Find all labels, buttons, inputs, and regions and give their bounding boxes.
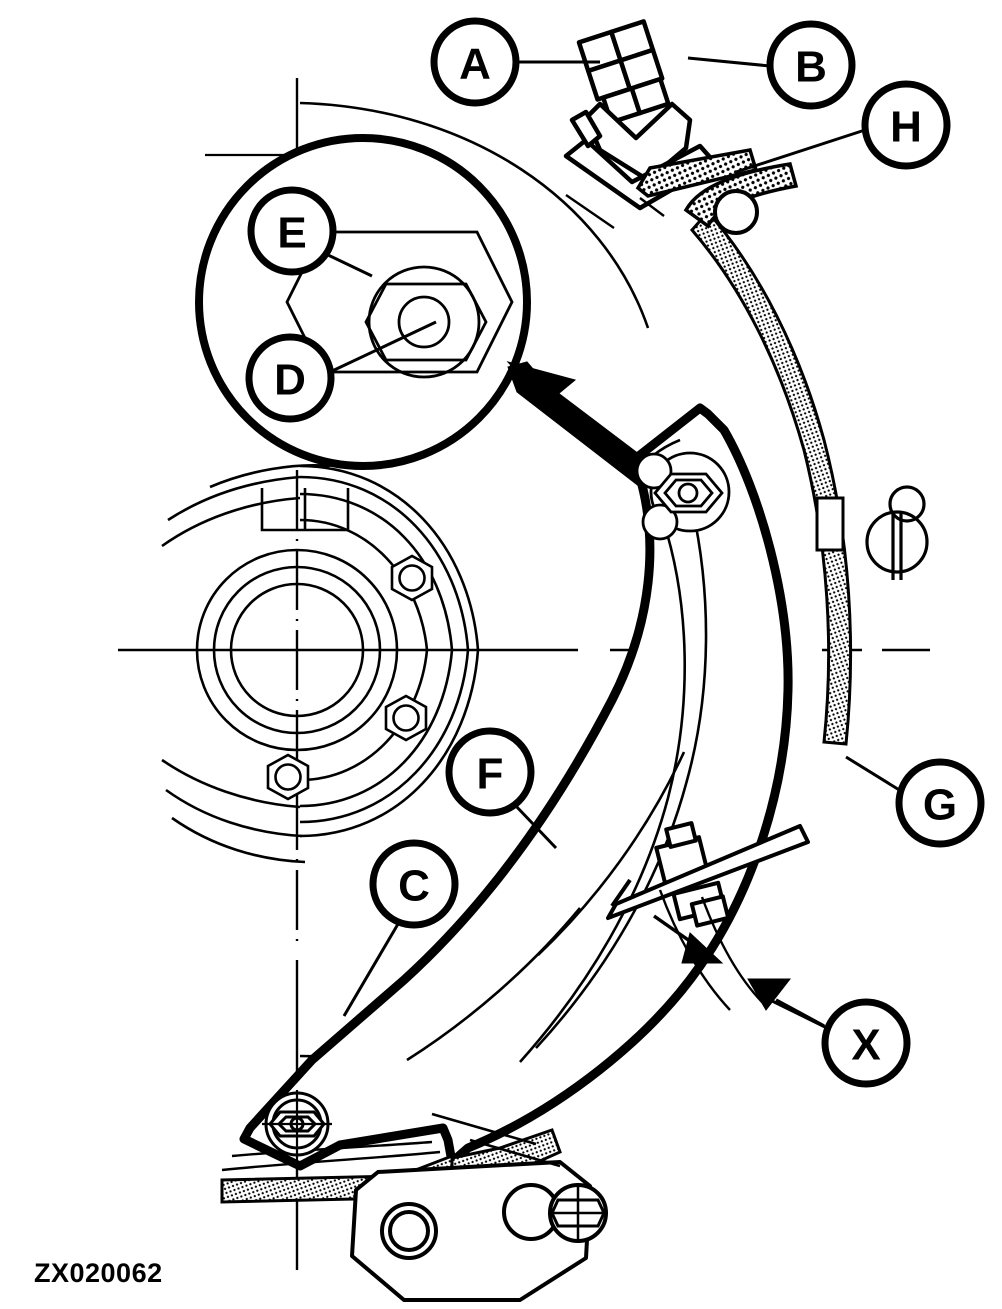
callout-B[interactable]: B [766,20,856,110]
hub-hex-nuts [266,554,434,801]
callout-D[interactable]: D [245,333,335,423]
upper-hardware-group [563,19,719,211]
wheel-hub [195,464,480,838]
callout-E[interactable]: E [247,186,337,276]
callout-X[interactable]: X [821,998,911,1088]
leader-G [845,755,902,793]
leader-F [512,802,558,850]
callout-G-label: G [923,781,957,830]
figure-caption: ZX020062 [34,1258,163,1288]
leader-B [687,56,771,68]
lining-notch [815,496,845,552]
lining-edge-lines [221,1140,441,1172]
brake-shoe-web [239,403,793,1171]
hardware-leaders [565,194,665,229]
callout-G[interactable]: G [895,758,985,848]
callout-H[interactable]: H [861,80,951,170]
callout-balloons: A B H E D F C G [245,17,985,1088]
callout-F[interactable]: F [445,727,535,817]
callout-H-label: H [890,103,922,152]
callout-X-label: X [851,1021,880,1070]
callout-C[interactable]: C [369,839,459,929]
bottom-bracket-holes [380,1183,608,1260]
callout-E-label: E [277,209,306,258]
callout-C-label: C [398,862,430,911]
shoe-web-bolt [635,451,731,541]
spring-loops [865,485,929,580]
cam-roller [683,162,799,235]
shoe-rib-lines [406,438,708,1063]
callout-B-label: B [795,43,827,92]
anchor-shim [635,148,759,198]
callout-A[interactable]: A [430,17,520,107]
bottom-anchor-pin [262,1090,332,1160]
leader-D [329,320,437,374]
leader-E [325,252,373,278]
bracket-edge-lines [431,1112,561,1168]
leader-C [342,923,400,1017]
callout-D-label: D [274,356,306,405]
callout-F-label: F [477,750,504,799]
detail-view-circle [195,134,531,470]
measure-reference-lines [658,889,763,1011]
detail-leader-arrow [506,361,661,488]
callout-leaders [325,56,902,1030]
callout-A-label: A [459,40,491,89]
leader-X [765,996,828,1030]
measure-arrow-lower [747,978,825,1028]
leader-H [735,128,866,174]
